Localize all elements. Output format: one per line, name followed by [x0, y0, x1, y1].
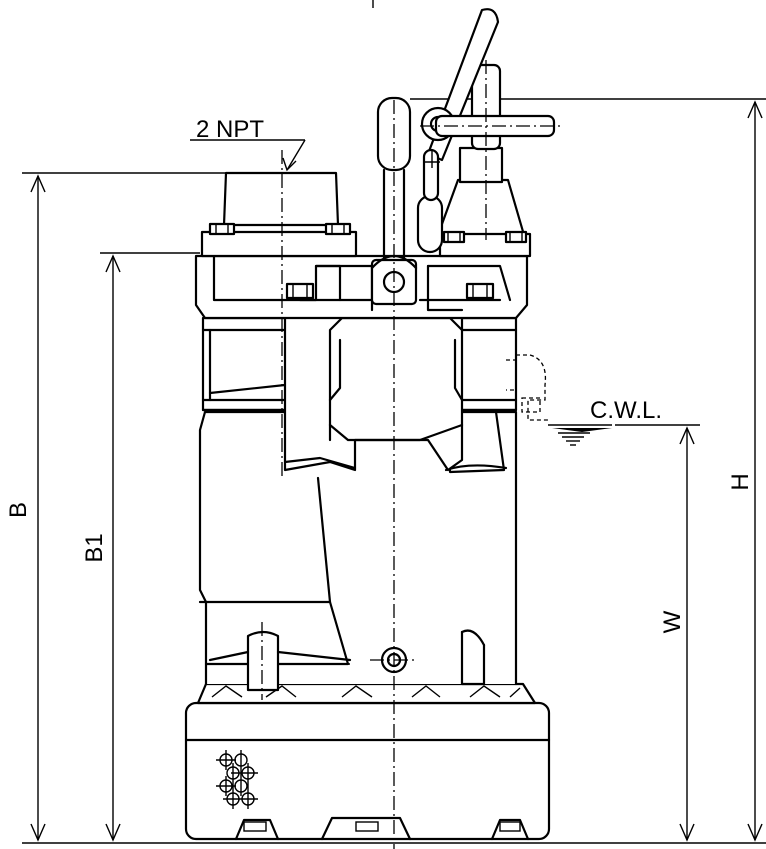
dimension-lines: [22, 98, 766, 844]
discharge-casing: [283, 298, 464, 472]
dim-w: [615, 424, 700, 842]
dim-b1-label: B1: [81, 533, 108, 562]
dim-w-label: W: [659, 610, 686, 633]
discharge-size-label: 2 NPT: [196, 116, 264, 143]
dim-b1: [100, 252, 200, 842]
center-lines: [261, 60, 560, 849]
upper-cover: [194, 254, 529, 320]
discharge-outlet: [200, 171, 358, 258]
lower-flange: [196, 682, 537, 705]
float-switch: [506, 354, 548, 421]
cwl-water-symbol: [548, 424, 612, 446]
dim-h-label: H: [727, 473, 754, 490]
base-strainer: [184, 701, 551, 841]
dim-h: [410, 98, 766, 842]
chain: [416, 148, 444, 254]
lower-details: [208, 629, 486, 692]
strainer-holes: [216, 750, 258, 809]
pump-body: [184, 8, 556, 841]
dim-b-label: B: [5, 502, 32, 518]
dim-b: [22, 172, 235, 842]
cwl-label: C.W.L.: [590, 397, 662, 424]
npt-leader: [190, 139, 306, 172]
